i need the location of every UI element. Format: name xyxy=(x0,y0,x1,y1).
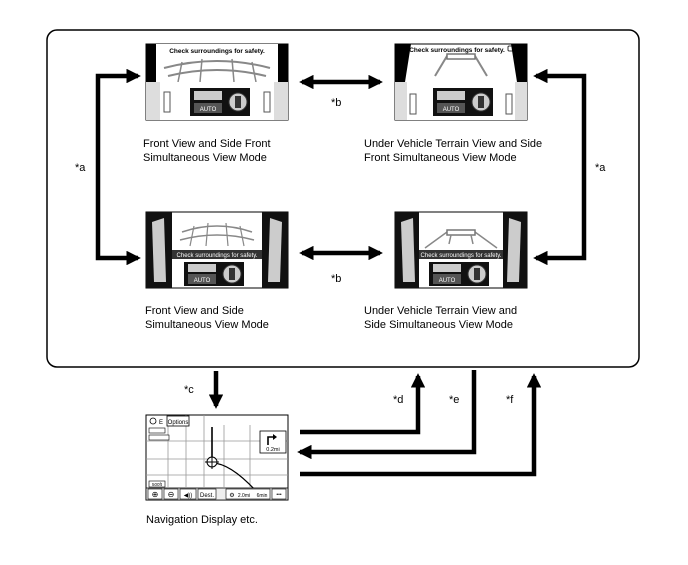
options-button: Options xyxy=(168,420,189,426)
modes-frame xyxy=(46,29,640,368)
caption-line: Front Simultaneous View Mode xyxy=(364,152,517,164)
caption-line: Simultaneous View Mode xyxy=(145,319,269,331)
caption-line: Front View and Side xyxy=(145,305,244,317)
caption-navigation: Navigation Display etc. xyxy=(146,513,258,527)
screen-under-side-front: Check surroundings for safety. AUTO xyxy=(394,43,528,121)
caption-under-side-front: Under Vehicle Terrain View and Side Fron… xyxy=(364,137,542,165)
arrow-e xyxy=(297,370,477,460)
trip-distance: 2.0mi xyxy=(238,493,250,499)
screen-front-side-front: Check surroundings for safety. AUTO xyxy=(145,43,289,121)
caption-front-side: Front View and Side Simultaneous View Mo… xyxy=(145,304,269,332)
arrow-d xyxy=(300,373,426,435)
banner-text: Check surroundings for safety. xyxy=(421,253,502,259)
tag-d: *d xyxy=(393,394,404,406)
auto-label: AUTO xyxy=(439,278,456,284)
dest-button: Dest. xyxy=(200,493,214,499)
screen-under-side: Check surroundings for safety. AUTO xyxy=(394,211,528,289)
arrow-a-left xyxy=(95,68,141,266)
zoom-in-icon: ⊕ xyxy=(152,490,159,499)
trip-time: 6min xyxy=(257,493,268,499)
zoom-out-icon: ⊖ xyxy=(168,490,175,499)
heading-label: E xyxy=(159,420,163,426)
tag-b-bottom: *b xyxy=(331,273,342,285)
tag-e: *e xyxy=(449,394,460,406)
caption-line: Front View and Side Front xyxy=(143,138,271,150)
banner-text: Check surroundings for safety. xyxy=(177,253,258,259)
tag-b-top: *b xyxy=(331,97,342,109)
caption-line: Under Vehicle Terrain View and Side xyxy=(364,138,543,150)
auto-label: AUTO xyxy=(200,107,217,113)
tag-a-left: *a xyxy=(75,162,86,174)
banner-text: Check surroundings for safety. xyxy=(169,48,265,55)
tag-a-right: *a xyxy=(595,162,606,174)
caption-front-side-front: Front View and Side Front Simultaneous V… xyxy=(143,137,271,165)
arrow-f xyxy=(300,373,542,477)
banner-text: Check surroundings for safety. xyxy=(409,47,505,54)
scale-label: 500ft xyxy=(152,482,163,487)
tag-f: *f xyxy=(506,394,514,406)
caption-line: Under Vehicle Terrain View and xyxy=(364,305,518,317)
tag-c: *c xyxy=(184,384,194,396)
caption-line: Simultaneous View Mode xyxy=(143,152,267,164)
turn-distance: 0.2mi xyxy=(266,447,279,453)
volume-icon: ◀)) xyxy=(184,493,193,499)
screen-navigation: E Options 0.2mi 500ft ⊕ ⊖ ◀)) Dest. ⚙ 2.… xyxy=(145,414,289,501)
screen-front-side: Check surroundings for safety. AUTO xyxy=(145,211,289,289)
caption-line: Side Simultaneous View Mode xyxy=(364,319,513,331)
caption-under-side: Under Vehicle Terrain View and Side Simu… xyxy=(364,304,517,332)
more-button: ••• xyxy=(276,492,282,498)
caption-line: Navigation Display etc. xyxy=(146,514,258,526)
auto-label: AUTO xyxy=(194,278,211,284)
flag-icon: ⚙ xyxy=(229,492,234,499)
arrow-a-right xyxy=(533,68,587,266)
auto-label: AUTO xyxy=(443,107,460,113)
